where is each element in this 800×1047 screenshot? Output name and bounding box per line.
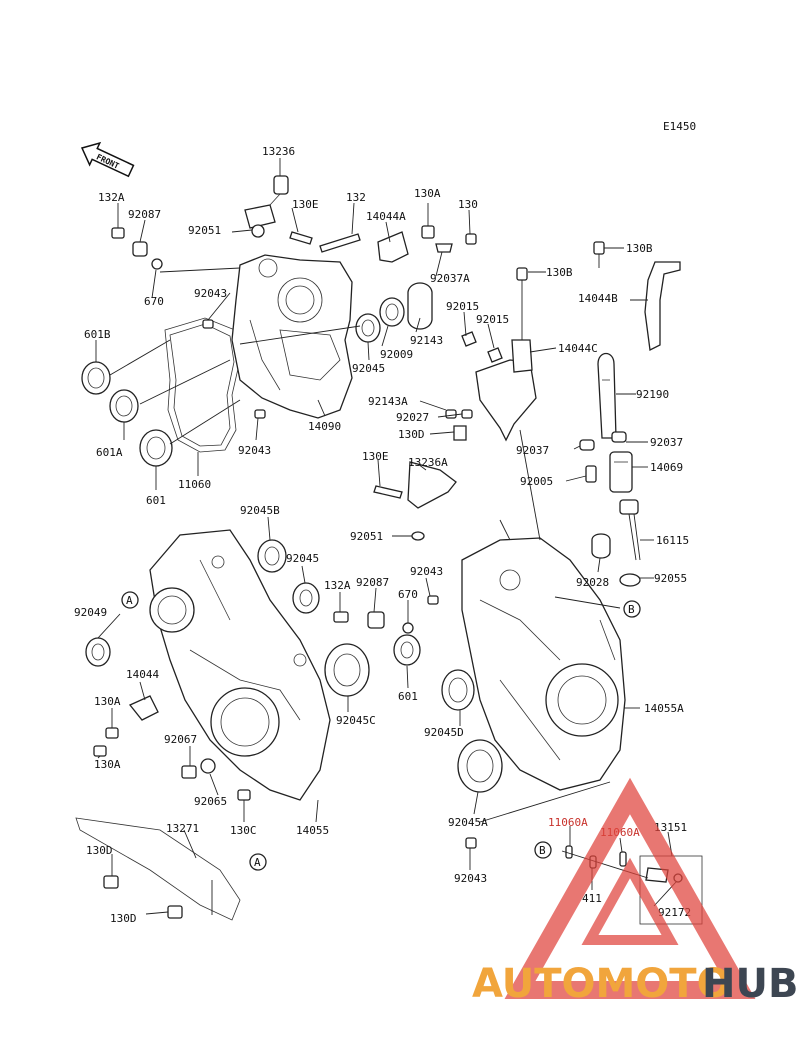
part-number-label: 130B <box>626 242 653 255</box>
part-number-label: 130E <box>292 198 319 211</box>
part-number-label: 14069 <box>650 461 683 474</box>
part-number-label: 92037 <box>650 436 683 449</box>
part-number-label: 670 <box>144 295 164 308</box>
part-number-label: 130C <box>230 824 257 837</box>
part-number-label: 132A <box>324 579 351 592</box>
callout-a-1: A <box>121 591 139 609</box>
part-number-label: 130A <box>94 758 121 771</box>
part-number-label: 92065 <box>194 795 227 808</box>
part-number-label: 670 <box>398 588 418 601</box>
part-number-label: 130D <box>398 428 425 441</box>
part-number-label: 92143 <box>410 334 443 347</box>
part-number-label: 92045B <box>240 504 280 517</box>
part-number-label: 11060A <box>548 816 588 829</box>
part-number-label: 16115 <box>656 534 689 547</box>
part-number-label: 130 <box>458 198 478 211</box>
callout-b-2: B <box>534 841 552 859</box>
part-number-label: 92045C <box>336 714 376 727</box>
part-number-label: 14044 <box>126 668 159 681</box>
part-number-label: 92143A <box>368 395 408 408</box>
part-number-label: 92055 <box>654 572 687 585</box>
part-number-label: 92172 <box>658 906 691 919</box>
part-number-label: 601A <box>96 446 123 459</box>
part-number-label: 92037A <box>430 272 470 285</box>
part-number-label: 14044C <box>558 342 598 355</box>
part-number-label: 92009 <box>380 348 413 361</box>
part-number-label: 92043 <box>454 872 487 885</box>
diagram-code: E1450 <box>663 120 696 133</box>
part-number-label: 92067 <box>164 733 197 746</box>
part-number-label: 92045 <box>352 362 385 375</box>
callout-a-label: A <box>126 594 133 607</box>
part-number-label: 132A <box>98 191 125 204</box>
part-number-label: 601 <box>398 690 418 703</box>
part-number-label: 92051 <box>188 224 221 237</box>
part-number-label: 130D <box>110 912 137 925</box>
part-number-label: 14090 <box>308 420 341 433</box>
part-number-label: 92087 <box>128 208 161 221</box>
part-number-label: 92049 <box>74 606 107 619</box>
callout-b-1: B <box>623 600 641 618</box>
part-number-label: 601B <box>84 328 111 341</box>
callout-a-label: A <box>254 856 261 869</box>
part-number-label: 92045D <box>424 726 464 739</box>
part-number-label: 92028 <box>576 576 609 589</box>
part-number-label: 130E <box>362 450 389 463</box>
part-number-label: 92045 <box>286 552 319 565</box>
part-number-label: 92087 <box>356 576 389 589</box>
automotohub-logo: AUTOMOTO HUB <box>472 777 798 1007</box>
part-number-label: 92015 <box>476 313 509 326</box>
part-number-label: 92043 <box>410 565 443 578</box>
part-number-label: 411 <box>582 892 602 905</box>
part-number-label: 601 <box>146 494 166 507</box>
part-number-label: 130B <box>546 266 573 279</box>
part-number-label: 13271 <box>166 822 199 835</box>
part-number-label: 11060 <box>178 478 211 491</box>
part-number-label: 14055A <box>644 702 684 715</box>
part-number-label: 92005 <box>520 475 553 488</box>
left-crankcase <box>75 529 421 921</box>
part-number-label: 92027 <box>396 411 429 424</box>
part-number-label: 92190 <box>636 388 669 401</box>
part-number-label: 130D <box>86 844 113 857</box>
part-number-label: 14044A <box>366 210 406 223</box>
part-number-label: 13236A <box>408 456 448 469</box>
part-number-label: 130A <box>414 187 441 200</box>
part-number-label: 14055 <box>296 824 329 837</box>
front-arrow-icon: FRONT <box>80 141 135 178</box>
part-number-label: 92043 <box>194 287 227 300</box>
part-number-label: 132 <box>346 191 366 204</box>
part-number-label: 92037 <box>516 444 549 457</box>
logo-text-automoto: AUTOMOTO <box>472 961 731 1007</box>
callout-a-2: A <box>249 853 267 871</box>
triangle-logo-icon <box>504 777 756 999</box>
part-number-label: 13151 <box>654 821 687 834</box>
logo-text-hub: HUB <box>702 961 798 1007</box>
part-number-label: 92045A <box>448 816 488 829</box>
part-number-label: 92015 <box>446 300 479 313</box>
part-number-label: 14044B <box>578 292 618 305</box>
callout-b-label: B <box>628 603 635 616</box>
callout-b-label: B <box>539 844 546 857</box>
part-number-label: 130A <box>94 695 121 708</box>
leader-lines <box>95 158 677 915</box>
part-number-label: 92051 <box>350 530 383 543</box>
part-number-label: 13236 <box>262 145 295 158</box>
part-number-label: 92043 <box>238 444 271 457</box>
